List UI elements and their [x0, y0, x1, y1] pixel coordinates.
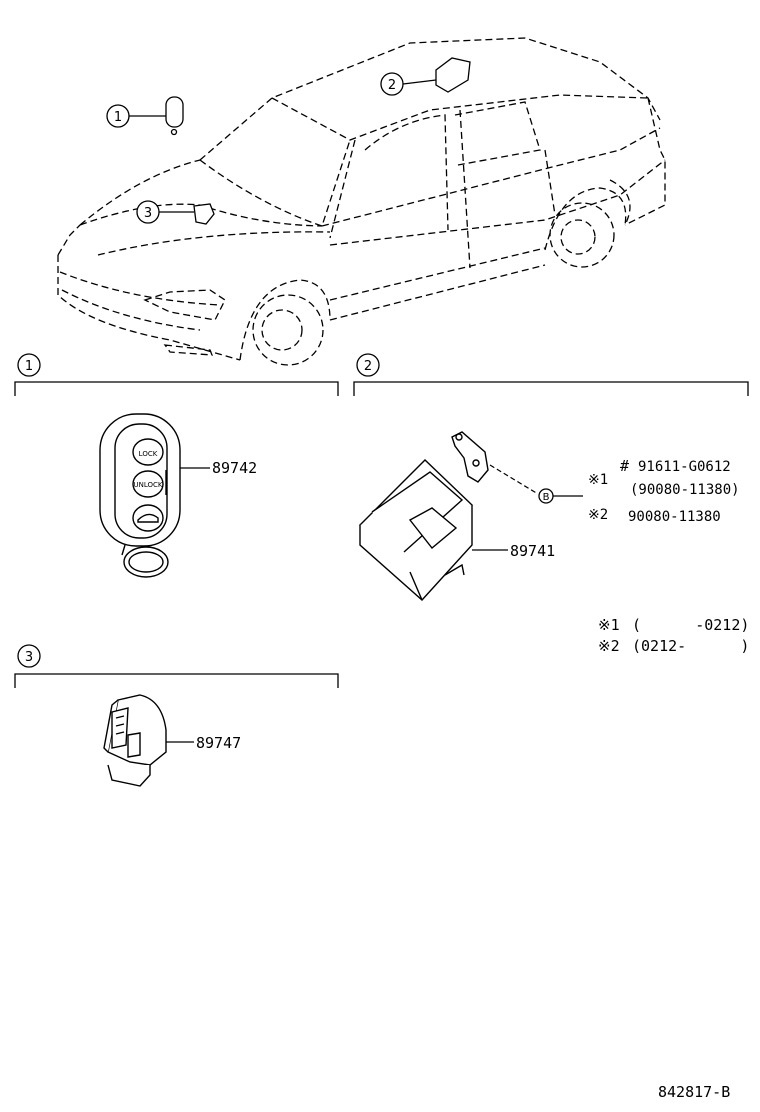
applicability-1-range: ( -0212) [632, 616, 749, 634]
car-outline [57, 37, 666, 366]
lock-button [132, 438, 164, 466]
callout-3-label: 3 [144, 206, 152, 221]
car-callout-1: 1 [106, 104, 166, 128]
unlock-button-label: UNLOCK [134, 481, 163, 489]
car-receiver-location-icon [435, 57, 471, 93]
section-1-header [14, 353, 339, 396]
remote-part-number: 89742 [212, 459, 257, 477]
section-3-header [14, 644, 339, 688]
callout-2-label: 2 [388, 78, 396, 93]
lock-button-label: LOCK [139, 450, 158, 458]
receiver-part-number: 89741 [510, 542, 555, 560]
sensor-unit [103, 694, 167, 787]
section-2-label: 2 [364, 359, 372, 374]
section-3-label: 3 [25, 650, 33, 665]
bolt-marker-label: B [543, 492, 550, 503]
sensor-part-number: 89747 [196, 734, 241, 752]
section-1-label: 1 [25, 359, 33, 374]
bolt-dashed-line [489, 464, 539, 495]
receiver-module [358, 431, 489, 601]
bolt-note-2-mark: ※2 [588, 507, 608, 523]
applicability-2-range: (0212- ) [632, 637, 749, 655]
bolt-note-1-mark: ※1 [588, 472, 608, 488]
car-remote-location-icon [165, 96, 184, 136]
callout-1-label: 1 [114, 110, 122, 125]
unlock-button [132, 470, 164, 498]
remote-transmitter [99, 413, 181, 578]
bolt-note-1-symbol: # [620, 457, 629, 475]
diagram-code: 842817-B [658, 1083, 730, 1101]
bolt-note-1-number: 91611-G0612 [638, 459, 731, 475]
car-callout-2: 2 [380, 72, 437, 96]
car-callout-3: 3 [136, 200, 194, 224]
applicability-2-mark: ※2 [598, 637, 620, 655]
car-sensor-location-icon [193, 203, 215, 225]
applicability-1-mark: ※1 [598, 616, 620, 634]
bolt-note-2-number: 90080-11380 [628, 509, 721, 525]
trunk-button [132, 504, 164, 532]
bolt-note-1-alt: (90080-11380) [630, 482, 740, 498]
section-2-header [353, 353, 749, 396]
